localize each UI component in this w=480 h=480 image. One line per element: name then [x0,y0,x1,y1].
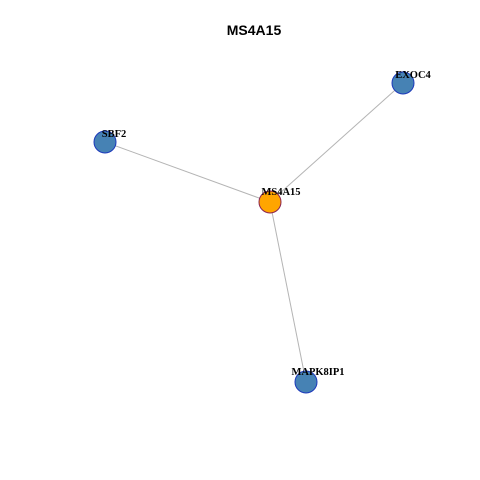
node-ms4a15-circle [258,190,282,214]
edge-ms4a15-exoc4 [269,82,404,203]
node-mapk8ip1-label: MAPK8IP1 [291,367,344,378]
node-ms4a15[interactable]: MS4A15 [258,187,301,214]
node-mapk8ip1-circle [294,370,318,394]
node-ms4a15-label: MS4A15 [261,187,300,198]
node-mapk8ip1[interactable]: MAPK8IP1 [291,367,345,394]
node-sbf2-label: SBF2 [102,129,127,140]
edge-ms4a15-sbf2 [104,141,271,203]
diagram-title: MS4A15 [227,22,282,38]
node-exoc4-circle [391,71,415,95]
nodes-layer: EXOC4 SBF2 MAPK8IP1 MS4A15 [93,70,432,394]
edges-layer [104,82,404,383]
node-sbf2-circle [93,130,117,154]
edge-ms4a15-mapk8ip1 [269,201,307,383]
node-sbf2[interactable]: SBF2 [93,129,127,154]
node-exoc4[interactable]: EXOC4 [391,70,432,95]
node-exoc4-label: EXOC4 [395,70,431,81]
